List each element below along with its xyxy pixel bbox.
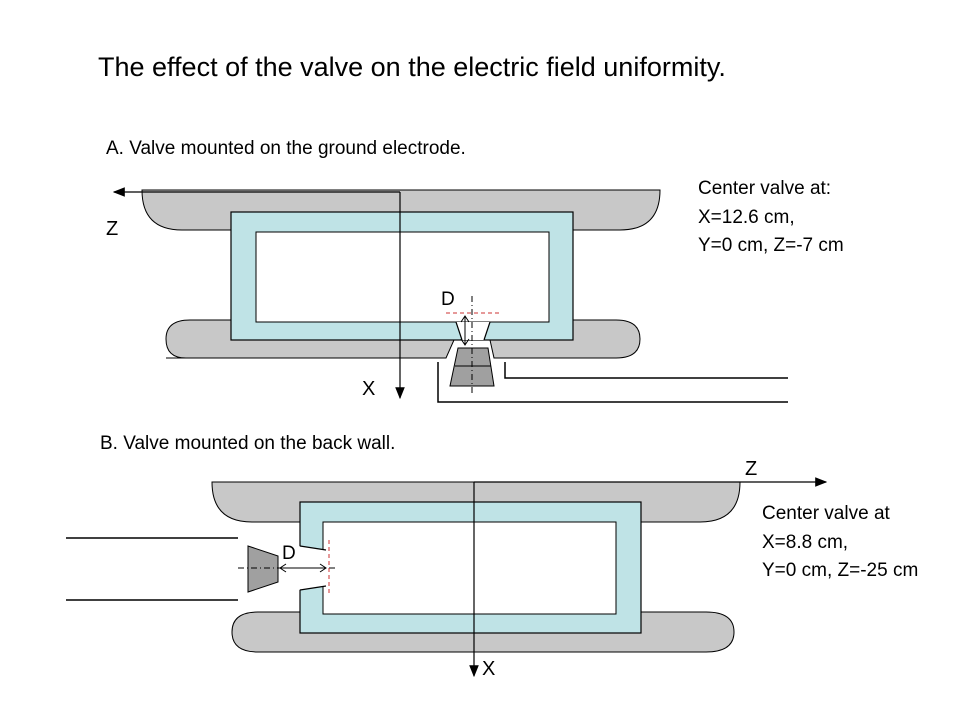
valve-body-b xyxy=(247,545,279,593)
caption-a: A. Valve mounted on the ground electrode… xyxy=(106,138,466,159)
note-b-line-1: Center valve at xyxy=(762,503,890,524)
valve-position-note-b: Center valve at X=8.8 cm, Y=0 cm, Z=-25 … xyxy=(762,500,932,586)
axis-z-label-b: Z xyxy=(745,458,758,480)
gap-label-a: D xyxy=(441,289,455,310)
chamber-b-inner xyxy=(322,521,617,615)
diagram-a xyxy=(112,187,788,403)
slide-title: The effect of the valve on the electric … xyxy=(98,52,726,82)
cable-a-upper xyxy=(504,362,788,379)
diagram-b xyxy=(66,477,828,678)
chamber-a-inner xyxy=(255,231,550,323)
caption-b: B. Valve mounted on the back wall. xyxy=(100,433,396,454)
note-b-line-3: Y=0 cm, Z=-25 cm xyxy=(762,560,919,581)
valve-position-note-a: Center valve at: X=12.6 cm, Y=0 cm, Z=-7… xyxy=(698,175,844,261)
note-a-line-2: X=12.6 cm, xyxy=(698,206,795,228)
note-b-line-2: X=8.8 cm, xyxy=(762,531,849,553)
axis-x-label-b: X xyxy=(482,658,496,680)
axis-x-label-a: X xyxy=(362,378,376,400)
note-a-line-3: Y=0 cm, Z=-7 cm xyxy=(698,235,844,256)
axis-z-label-a: Z xyxy=(106,218,119,240)
gap-label-b: D xyxy=(282,543,296,564)
cable-a-lower xyxy=(437,362,788,403)
note-a-line-1: Center valve at: xyxy=(698,178,832,199)
